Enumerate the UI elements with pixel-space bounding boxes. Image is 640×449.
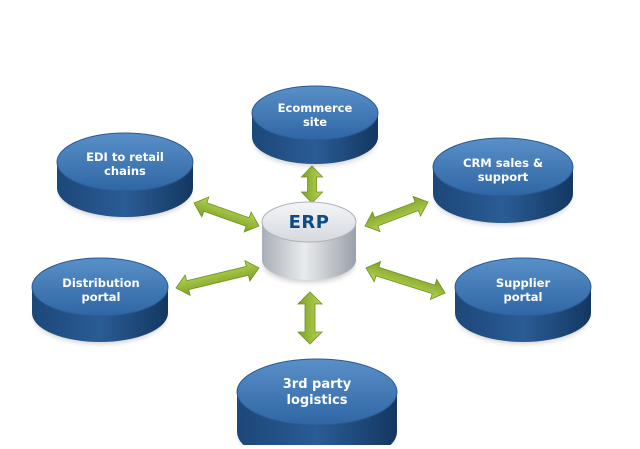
arrow-distribution bbox=[175, 259, 260, 297]
disk-distribution bbox=[31, 257, 169, 344]
disk-crm bbox=[432, 137, 574, 225]
arrow-edi bbox=[193, 196, 260, 233]
arrow-crm bbox=[364, 195, 429, 233]
disk-ecommerce bbox=[251, 85, 379, 166]
node-disks bbox=[31, 85, 592, 449]
arrow-logistics bbox=[297, 291, 323, 345]
disk-supplier bbox=[454, 257, 592, 344]
arrow-supplier bbox=[365, 260, 446, 301]
disk-edi bbox=[56, 132, 194, 219]
disk-logistics bbox=[236, 358, 398, 449]
disk-erp-hub bbox=[261, 201, 357, 282]
arrow-ecommerce bbox=[300, 165, 324, 204]
connector-arrows bbox=[175, 165, 446, 345]
